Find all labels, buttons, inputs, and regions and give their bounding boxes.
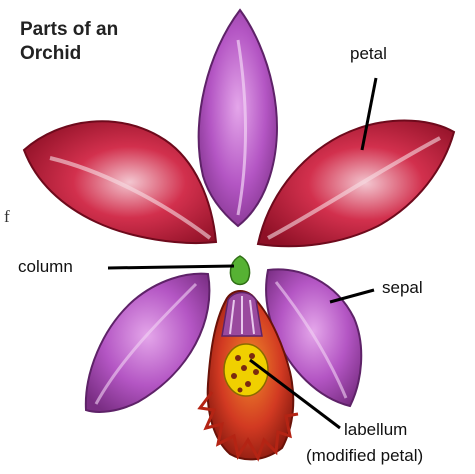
labellum-note-label: (modified petal) — [306, 446, 423, 466]
column-leader-line — [108, 266, 234, 268]
sepal-label: sepal — [382, 278, 423, 298]
labellum-label: labellum — [344, 420, 407, 440]
column — [230, 256, 249, 285]
petal-label: petal — [350, 44, 387, 64]
column-label: column — [18, 257, 73, 277]
diagram-title: Parts of an Orchid — [20, 18, 118, 66]
stray-glyph: f — [4, 207, 10, 227]
